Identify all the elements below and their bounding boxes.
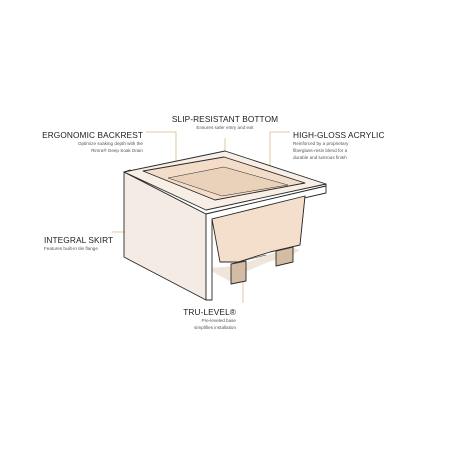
callout-title: ERGONOMIC BACKREST <box>42 130 143 140</box>
callout-integral-skirt: INTEGRAL SKIRT Features built-in tile fl… <box>44 235 144 252</box>
callout-title: SLIP-RESISTANT BOTTOM <box>171 114 279 124</box>
callout-title: TRU-LEVEL® <box>183 307 236 317</box>
bathtub <box>123 150 327 301</box>
callout-description-line: simplifies installation <box>194 325 236 330</box>
callout-high-gloss-acrylic: HIGH-GLOSS ACRYLIC Reinforced by a propr… <box>293 130 423 161</box>
callout-tru-level: TRU-LEVEL® Pre-leveled base simplifies i… <box>160 307 236 331</box>
callout-slip-resistant-bottom: SLIP-RESISTANT BOTTOM Ensures safer entr… <box>160 114 290 131</box>
callout-description-line: durable and lustrous finish <box>293 155 347 160</box>
callout-title: HIGH-GLOSS ACRYLIC <box>293 130 385 140</box>
callout-description: Features built-in tile flange <box>44 246 98 251</box>
callout-ergonomic-backrest: ERGONOMIC BACKREST Optimize soaking dept… <box>30 130 143 154</box>
tub-foot-rear <box>275 246 294 267</box>
callout-description-line: Optimize soaking depth with the <box>77 141 143 146</box>
callout-title: INTEGRAL SKIRT <box>44 235 114 245</box>
callout-description-line: Reinforced by a proprietary <box>293 141 349 146</box>
callout-description-line: Rimra® Deep Soak Drain <box>91 148 143 153</box>
callout-description-line: Pre-leveled base <box>201 318 236 323</box>
tub-basin-floor <box>167 166 289 197</box>
callout-description-line: fiberglass-resin blend for a <box>293 148 348 153</box>
callout-description: Ensures safer entry and exit <box>196 125 254 130</box>
tub-foot-front <box>230 260 247 285</box>
leader-gloss <box>269 131 290 168</box>
leader-backrest <box>146 131 177 166</box>
